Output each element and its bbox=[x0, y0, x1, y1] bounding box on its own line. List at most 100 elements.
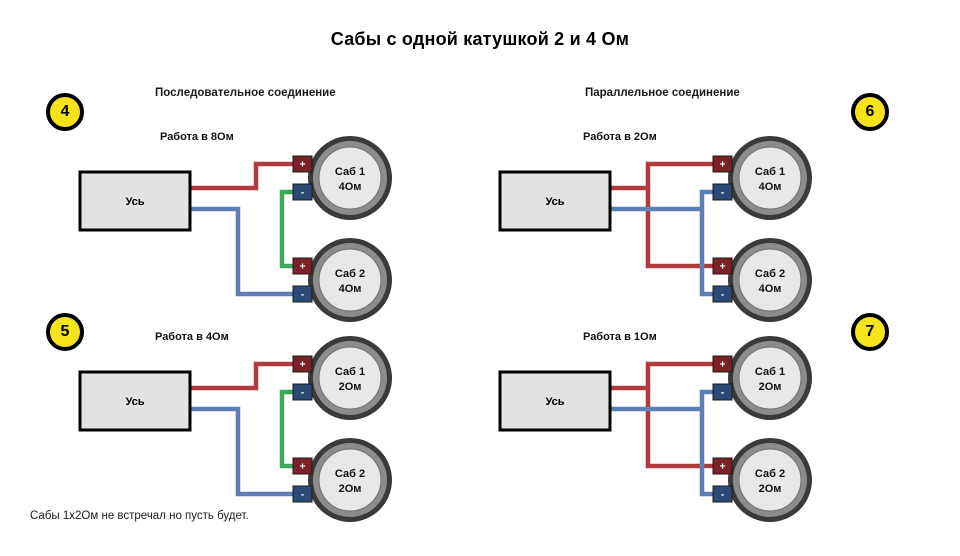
subwoofer-impedance: 4Ом bbox=[759, 181, 782, 193]
terminal-positive-sub2: + bbox=[292, 257, 313, 275]
terminal-negative-sub1: - bbox=[712, 183, 733, 201]
wire-positive bbox=[190, 361, 309, 391]
subwoofer-1: Саб 1 4Ом bbox=[308, 136, 392, 220]
terminal-positive-sub2: + bbox=[712, 457, 733, 475]
wiring bbox=[610, 161, 729, 297]
step-badge-6: 6 bbox=[851, 93, 889, 131]
terminal-negative-sub2: - bbox=[712, 485, 733, 503]
subwoofer-2: Саб 2 4Ом bbox=[728, 238, 812, 322]
wire-link bbox=[279, 389, 309, 469]
svg-text:+: + bbox=[300, 262, 306, 273]
subwoofer-impedance: 4Ом bbox=[339, 181, 362, 193]
subwoofer-1: Саб 1 2Ом bbox=[728, 336, 812, 420]
svg-text:-: - bbox=[301, 188, 304, 199]
terminal-negative-sub2: - bbox=[292, 285, 313, 303]
subwoofer-name: Саб 2 bbox=[335, 268, 365, 280]
subwoofer-name: Саб 1 bbox=[755, 366, 785, 378]
wire-negative-sub2 bbox=[699, 209, 729, 297]
subwoofer-impedance: 4Ом bbox=[339, 283, 362, 295]
svg-text:-: - bbox=[721, 388, 724, 399]
wire-link bbox=[279, 189, 309, 269]
subwoofer-name: Саб 1 bbox=[755, 166, 785, 178]
terminal-positive-sub1: + bbox=[292, 155, 313, 173]
wiring bbox=[190, 361, 309, 497]
svg-text:+: + bbox=[300, 160, 306, 171]
work-label-parallel-2ohm: Работа в 2Ом bbox=[583, 131, 657, 143]
subwoofer-impedance: 2Ом bbox=[759, 483, 782, 495]
svg-text:+: + bbox=[300, 462, 306, 473]
terminal-negative-sub2: - bbox=[292, 485, 313, 503]
terminal-positive-sub1: + bbox=[292, 355, 313, 373]
wire-positive bbox=[190, 161, 309, 191]
terminal-negative-sub1: - bbox=[292, 183, 313, 201]
terminals: + - + - bbox=[712, 155, 733, 303]
svg-text:+: + bbox=[720, 160, 726, 171]
subwoofer-impedance: 2Ом bbox=[339, 381, 362, 393]
terminal-positive-sub2: + bbox=[712, 257, 733, 275]
subwoofer-name: Саб 2 bbox=[755, 468, 785, 480]
work-label-series-8ohm: Работа в 8Ом bbox=[160, 131, 234, 143]
terminal-positive-sub2: + bbox=[292, 457, 313, 475]
subwoofer-name: Саб 1 bbox=[335, 366, 365, 378]
terminals: + - + - bbox=[292, 355, 313, 503]
wiring bbox=[190, 161, 309, 297]
step-badge-7: 7 bbox=[851, 313, 889, 351]
work-label-series-4ohm: Работа в 4Ом bbox=[155, 331, 229, 343]
svg-text:+: + bbox=[720, 462, 726, 473]
wire-positive-sub1 bbox=[610, 161, 729, 191]
amplifier-label: Усь bbox=[545, 196, 564, 208]
terminal-negative-sub1: - bbox=[712, 383, 733, 401]
svg-text:-: - bbox=[301, 388, 304, 399]
subwoofer-1: Саб 1 4Ом bbox=[728, 136, 812, 220]
amplifier-label: Усь bbox=[125, 196, 144, 208]
subwoofer-2: Саб 2 2Ом bbox=[728, 438, 812, 522]
subwoofer-2: Саб 2 2Ом bbox=[308, 438, 392, 522]
wiring bbox=[610, 361, 729, 497]
column-heading-parallel: Параллельное соединение bbox=[585, 87, 740, 99]
subwoofer-impedance: 2Ом bbox=[759, 381, 782, 393]
page-title: Сабы с одной катушкой 2 и 4 Ом bbox=[330, 29, 630, 49]
subwoofer-1: Саб 1 2Ом bbox=[308, 336, 392, 420]
svg-text:+: + bbox=[300, 360, 306, 371]
subwoofer-name: Саб 2 bbox=[335, 468, 365, 480]
amplifier: Усь bbox=[78, 170, 192, 232]
step-badge-4: 4 bbox=[46, 93, 84, 131]
subwoofer-name: Саб 1 bbox=[335, 166, 365, 178]
terminals: + - + - bbox=[292, 155, 313, 303]
amplifier: Усь bbox=[498, 170, 612, 232]
svg-text:-: - bbox=[721, 290, 724, 301]
column-heading-series: Последовательное соединение bbox=[155, 87, 336, 99]
svg-text:-: - bbox=[301, 290, 304, 301]
svg-text:+: + bbox=[720, 360, 726, 371]
footer-caption: Сабы 1х2Ом не встречал но пусть будет. bbox=[30, 510, 249, 522]
wire-positive-sub1 bbox=[610, 361, 729, 391]
step-badge-5: 5 bbox=[46, 313, 84, 351]
svg-text:+: + bbox=[720, 262, 726, 273]
amplifier-label: Усь bbox=[545, 396, 564, 408]
wire-negative bbox=[190, 206, 309, 297]
subwoofer-name: Саб 2 bbox=[755, 268, 785, 280]
work-label-parallel-1ohm: Работа в 1Ом bbox=[583, 331, 657, 343]
subwoofer-impedance: 4Ом bbox=[759, 283, 782, 295]
wire-negative-sub2 bbox=[699, 409, 729, 497]
wire-negative bbox=[190, 406, 309, 497]
svg-text:-: - bbox=[301, 490, 304, 501]
svg-text:-: - bbox=[721, 490, 724, 501]
wire-negative-sub1 bbox=[610, 189, 729, 212]
subwoofer-impedance: 2Ом bbox=[339, 483, 362, 495]
terminal-positive-sub1: + bbox=[712, 355, 733, 373]
svg-text:-: - bbox=[721, 188, 724, 199]
amplifier-label: Усь bbox=[125, 396, 144, 408]
terminal-negative-sub1: - bbox=[292, 383, 313, 401]
subwoofer-2: Саб 2 4Ом bbox=[308, 238, 392, 322]
terminals: + - + - bbox=[712, 355, 733, 503]
wire-negative-sub1 bbox=[610, 389, 729, 412]
terminal-negative-sub2: - bbox=[712, 285, 733, 303]
amplifier: Усь bbox=[78, 370, 192, 432]
amplifier: Усь bbox=[498, 370, 612, 432]
